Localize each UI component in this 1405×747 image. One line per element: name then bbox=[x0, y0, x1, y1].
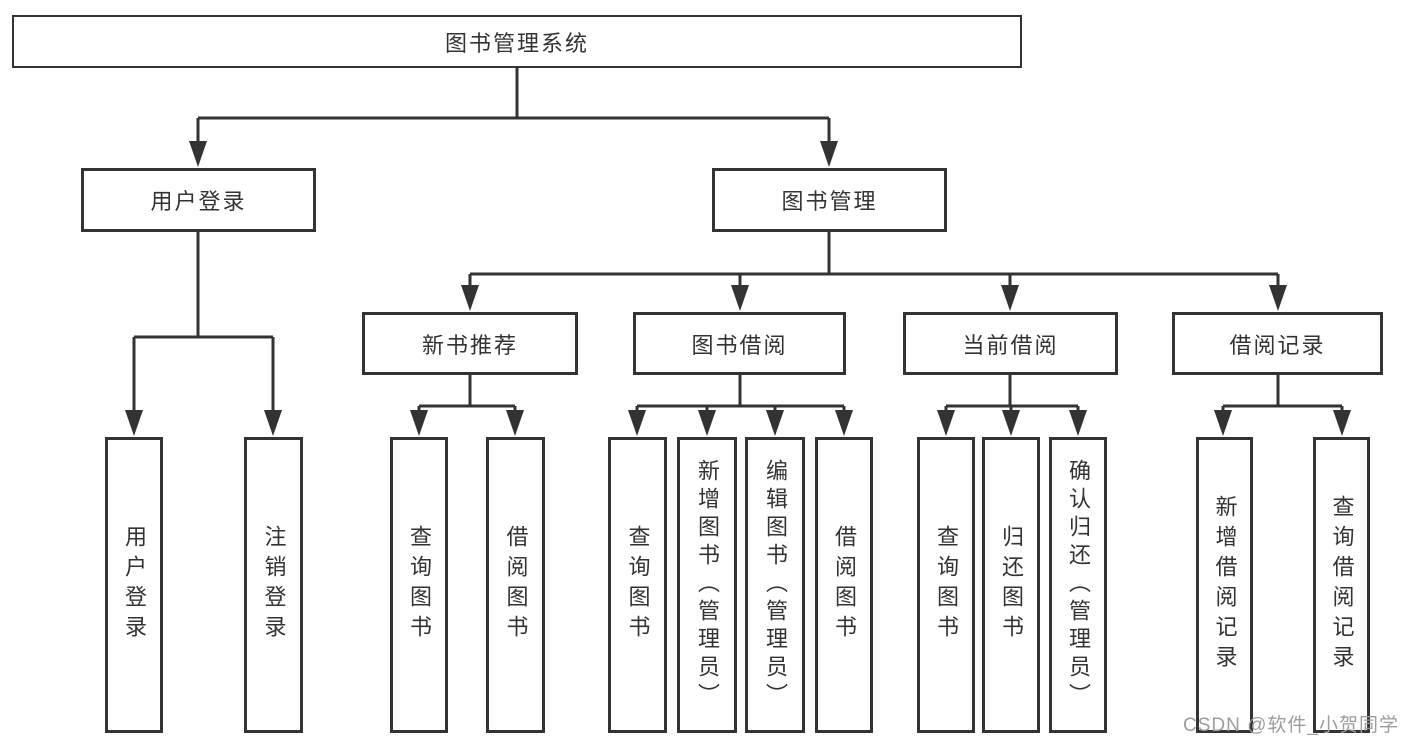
leaf-query-borrow-record: 查询借阅记录 bbox=[1313, 437, 1370, 733]
node-book-management: 图书管理 bbox=[712, 168, 947, 232]
node-user-login: 用户登录 bbox=[81, 168, 316, 232]
node-root: 图书管理系统 bbox=[12, 15, 1022, 68]
leaf-query-books-current: 查询图书 bbox=[917, 437, 975, 733]
leaf-return-books: 归还图书 bbox=[982, 437, 1040, 733]
watermark: CSDN @软件_小贺同学 bbox=[1183, 715, 1399, 736]
node-current-borrowing: 当前借阅 bbox=[903, 312, 1118, 375]
node-book-borrowing: 图书借阅 bbox=[633, 312, 846, 375]
leaf-borrow-books-recommend: 借阅图书 bbox=[486, 437, 545, 733]
leaf-logout: 注销登录 bbox=[244, 437, 303, 733]
leaf-confirm-return-admin: 确认归还（管理员） bbox=[1049, 437, 1107, 733]
leaf-edit-books-admin: 编辑图书（管理员） bbox=[745, 437, 805, 733]
leaf-query-books-recommend: 查询图书 bbox=[390, 437, 448, 733]
node-new-book-recommendation: 新书推荐 bbox=[362, 312, 578, 375]
leaf-add-borrow-record: 新增借阅记录 bbox=[1196, 437, 1253, 733]
leaf-query-books-borrowing: 查询图书 bbox=[608, 437, 667, 733]
leaf-borrow-books-borrowing: 借阅图书 bbox=[815, 437, 873, 733]
node-borrowing-records: 借阅记录 bbox=[1172, 312, 1383, 375]
leaf-user-login: 用户登录 bbox=[105, 437, 163, 733]
leaf-add-books-admin: 新增图书（管理员） bbox=[677, 437, 737, 733]
